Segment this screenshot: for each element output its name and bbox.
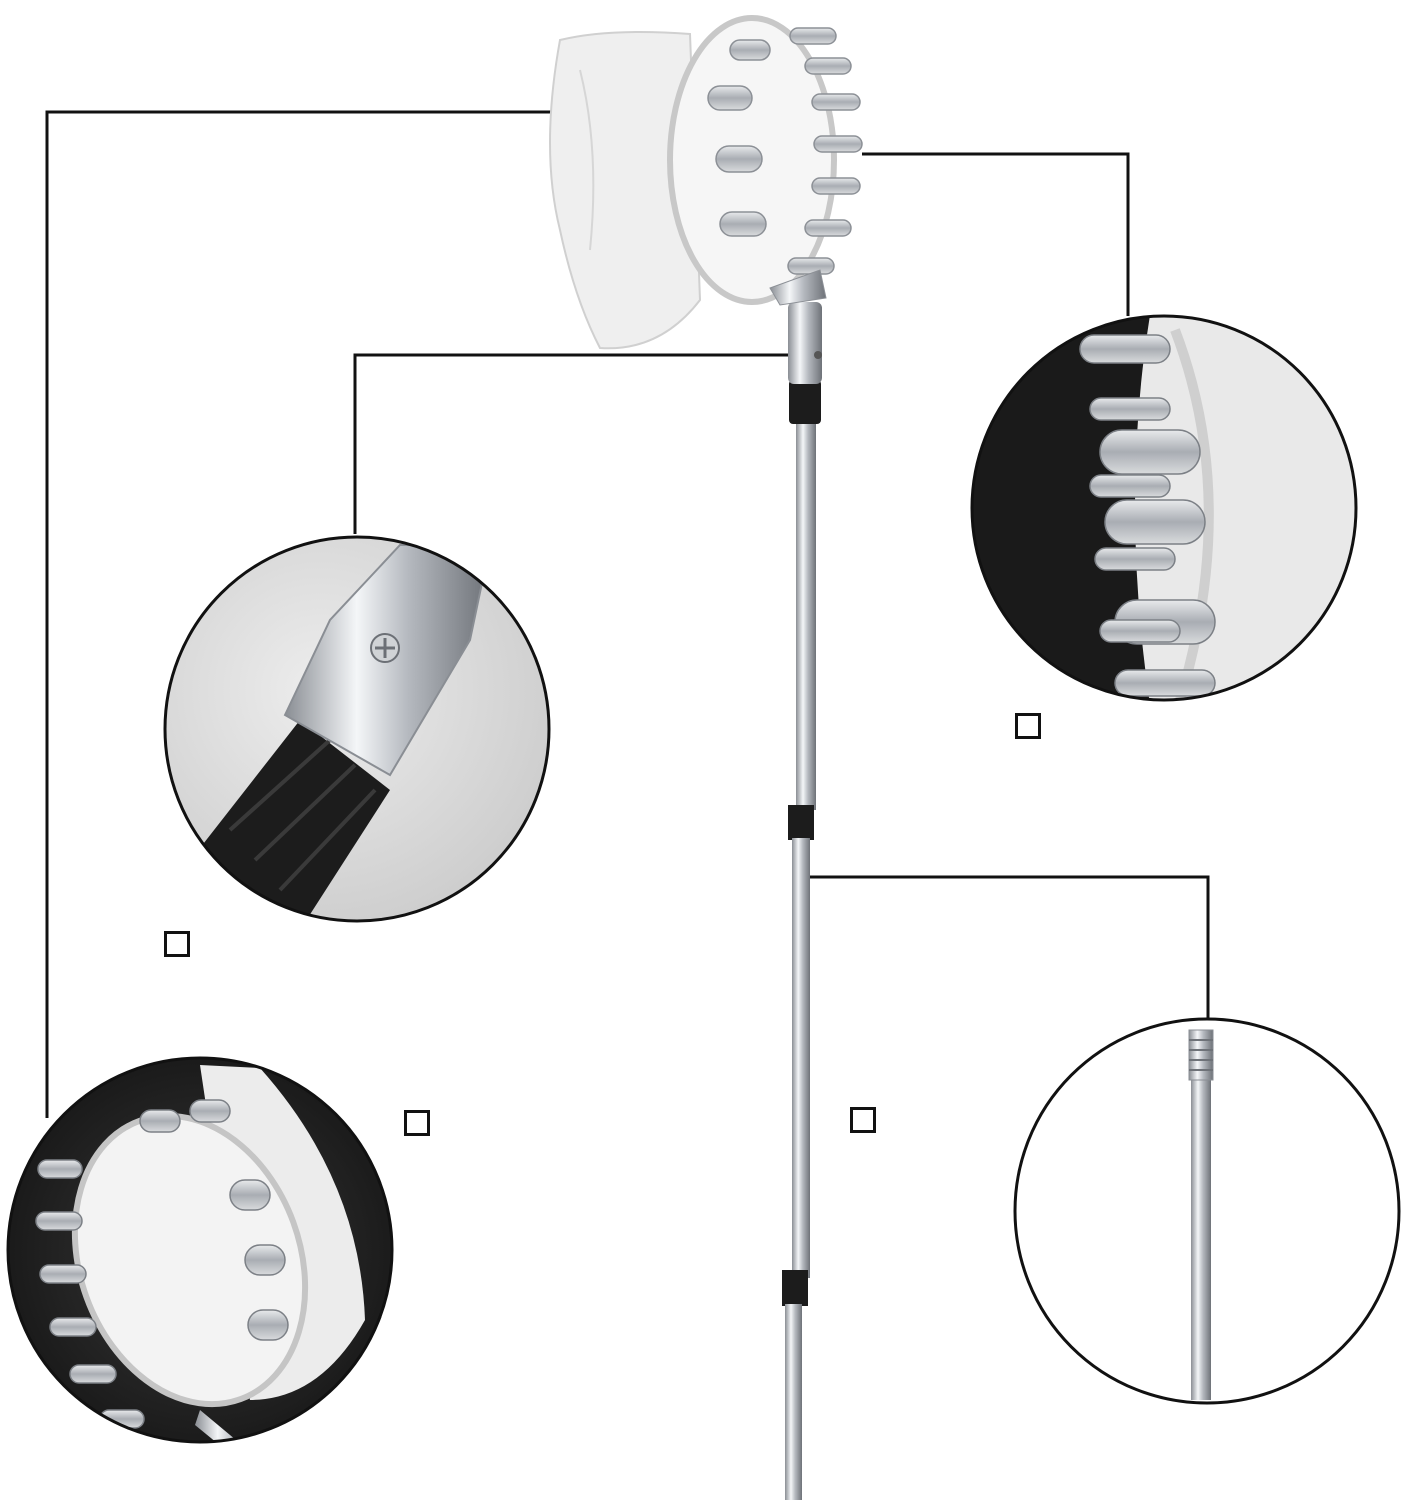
- connector-fingers: [862, 152, 1130, 316]
- closeup-basket-front: [6, 1056, 394, 1444]
- closeup-screw-joint: [163, 535, 551, 923]
- connector-joint: [353, 353, 800, 534]
- basket-fingers: [707, 27, 863, 275]
- connector-basket: [45, 110, 683, 1118]
- connector-pole: [810, 875, 1210, 1020]
- marker-basket-front: [404, 1110, 430, 1136]
- connector-lines: [45, 110, 1210, 1118]
- telescopic-pole: [782, 302, 822, 1500]
- marker-screw-joint: [164, 931, 190, 957]
- closeup-basket-fingers: [970, 314, 1358, 702]
- marker-pole-tip: [850, 1107, 876, 1133]
- marker-fingers: [1015, 713, 1041, 739]
- picker-basket: [549, 15, 863, 350]
- closeup-pole-tip: [1013, 1017, 1401, 1405]
